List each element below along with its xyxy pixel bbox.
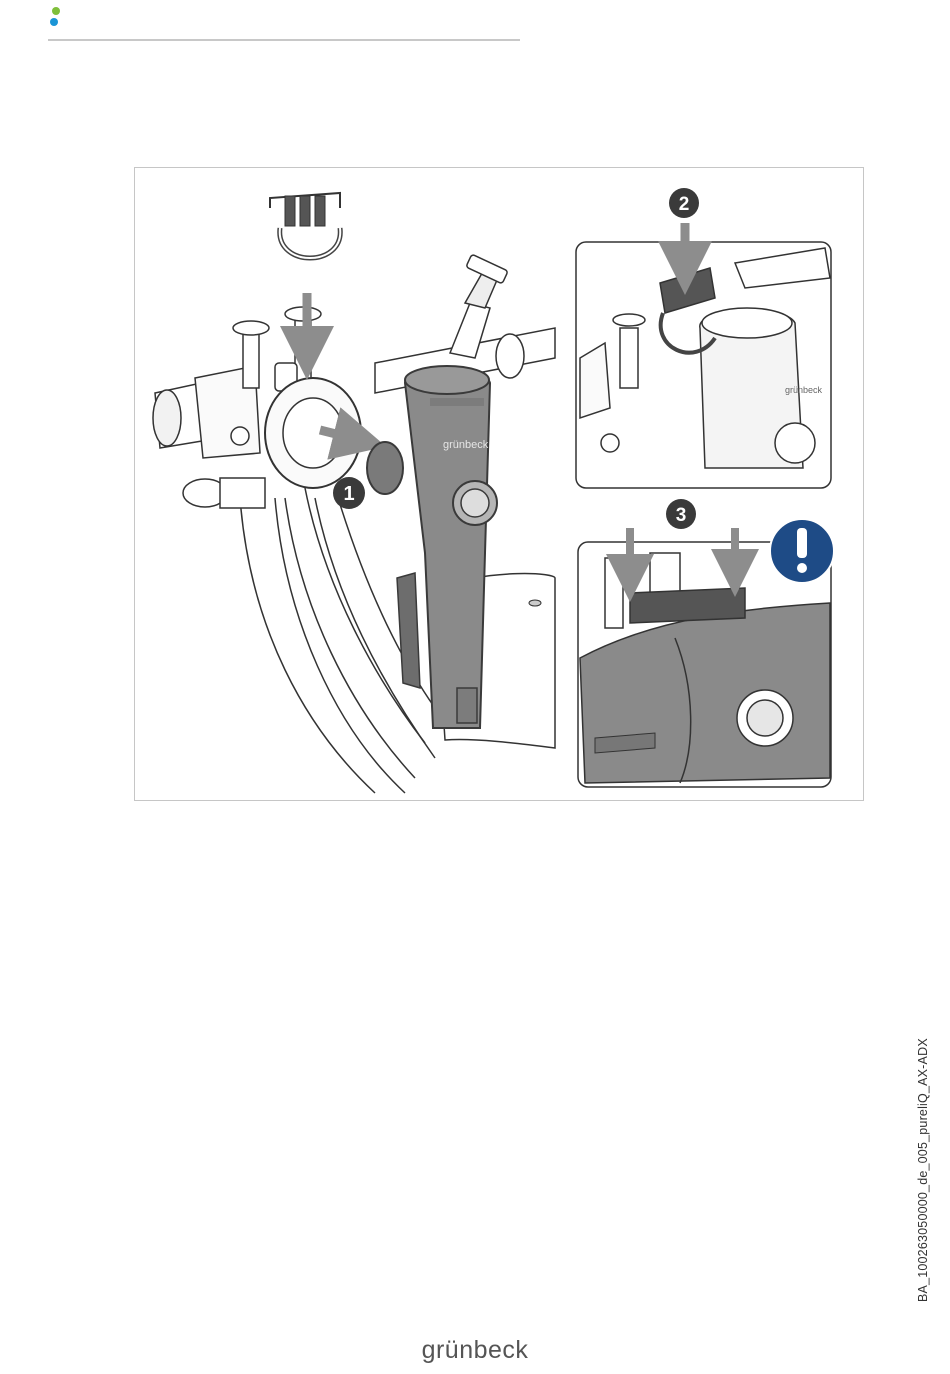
green-dot <box>52 7 60 15</box>
inset-brand-label: grünbeck <box>785 385 823 395</box>
callout-1-label: 1 <box>343 483 354 505</box>
installation-illustration: grünbeck 1 grünbeck <box>135 168 864 801</box>
inset-step-2: grünbeck 2 <box>576 188 831 488</box>
callout-3: 3 <box>666 499 696 529</box>
footer-logo: grünbeck <box>0 1336 950 1365</box>
callout-2-label: 2 <box>679 194 690 215</box>
blue-dot <box>50 18 58 26</box>
callout-1: 1 <box>333 477 365 509</box>
header-rule <box>48 39 520 41</box>
inset-step-3: 3 <box>578 499 834 787</box>
exclamation-circle-icon <box>770 519 834 583</box>
main-illustration: grünbeck 1 <box>153 193 555 793</box>
brand-mark <box>50 7 62 29</box>
housing-brand-label: grünbeck <box>443 439 489 451</box>
mounting-clip <box>270 193 340 258</box>
document-reference: BA_100263050000_de_005_pureliQ_AX-ADX <box>916 1038 930 1302</box>
filter-housing: grünbeck <box>367 366 497 728</box>
callout-2: 2 <box>669 188 699 218</box>
installation-figure: grünbeck 1 grünbeck <box>134 167 864 801</box>
callout-3-label: 3 <box>676 505 687 526</box>
